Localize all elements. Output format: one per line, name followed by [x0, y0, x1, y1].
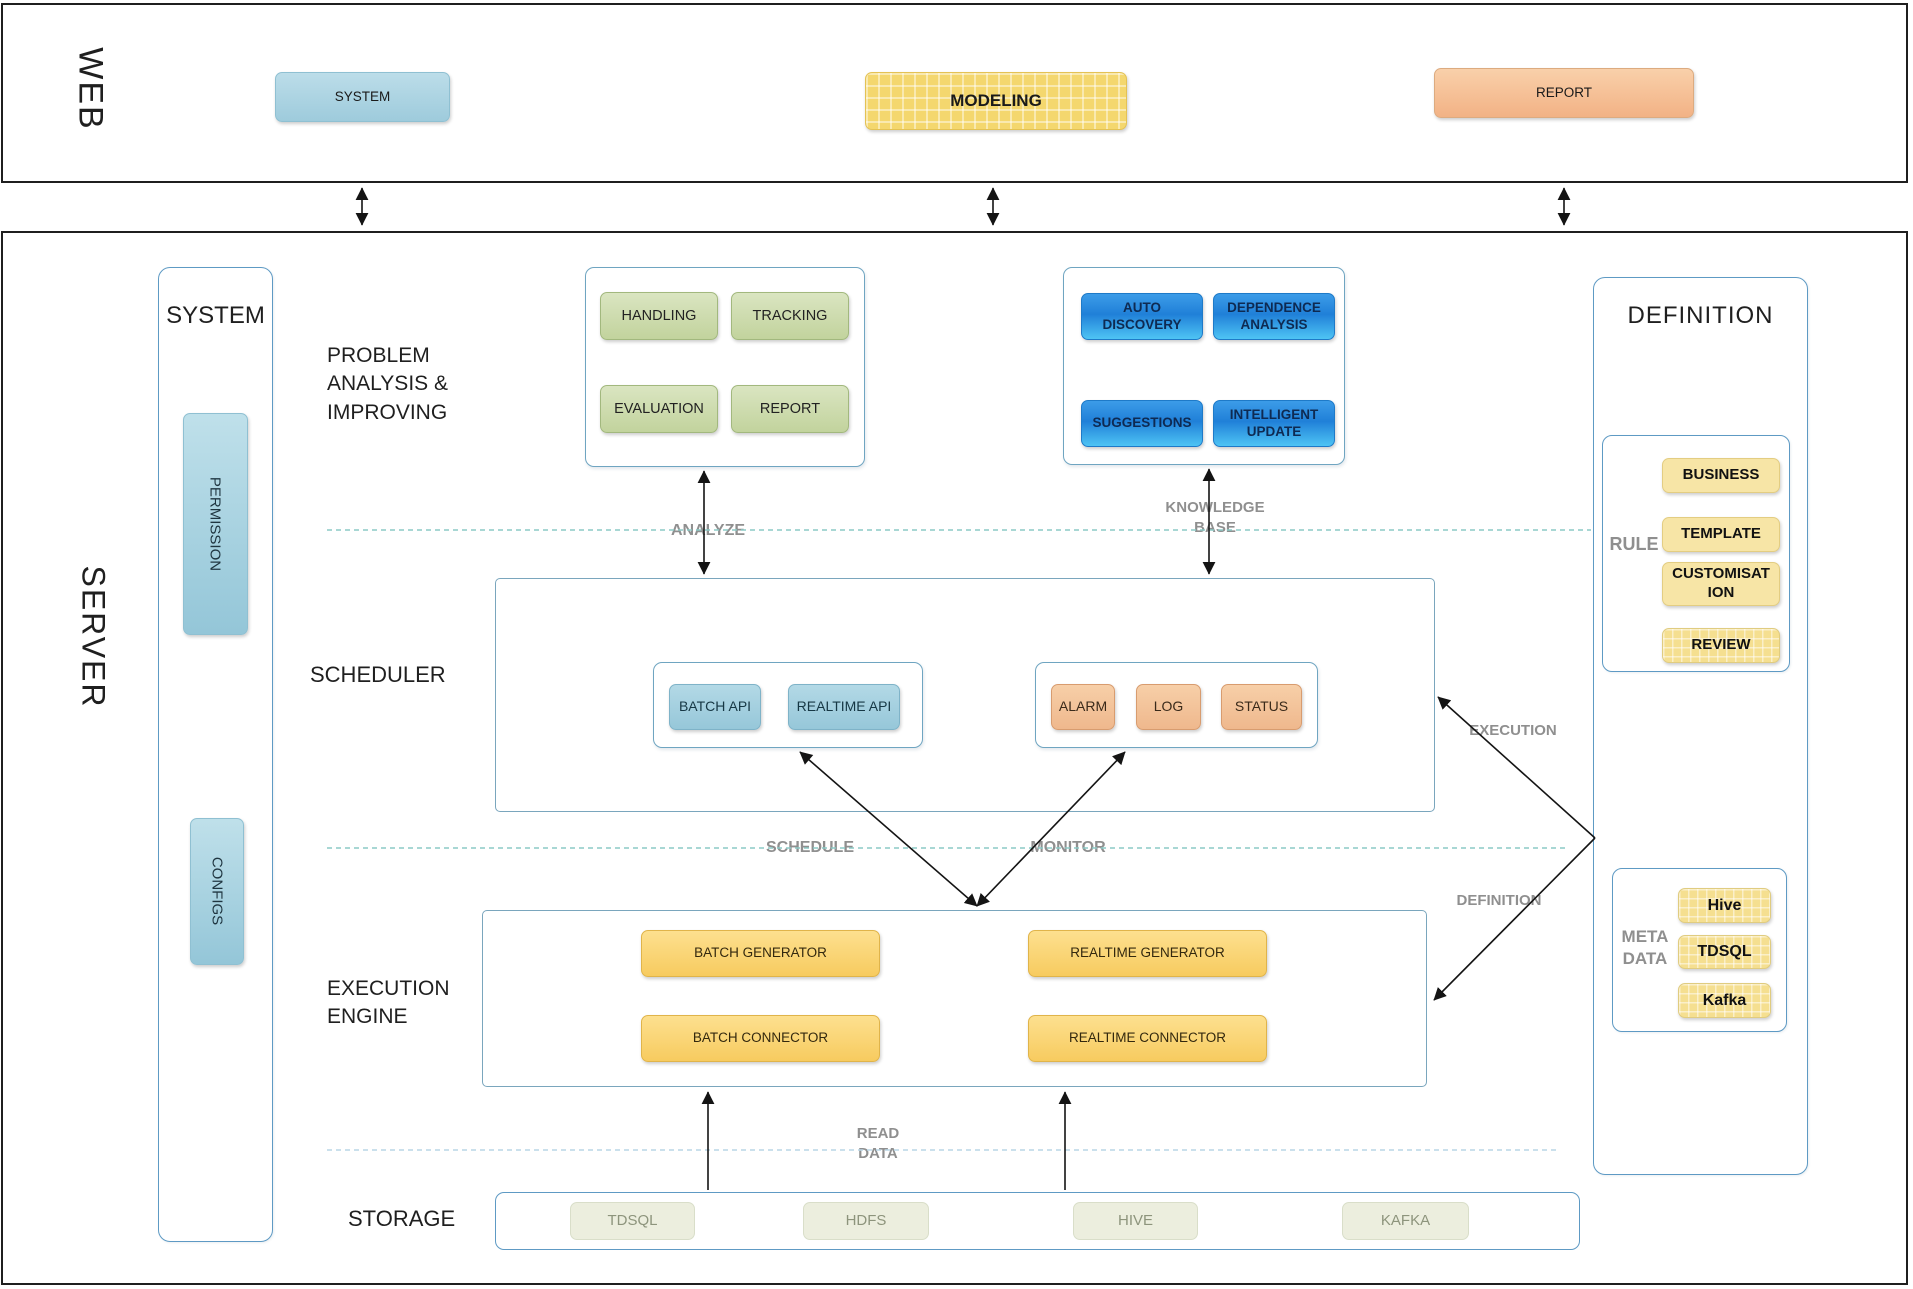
permission-box	[183, 413, 248, 635]
system-panel-title: SYSTEM	[166, 302, 265, 329]
web-band-label: WEB	[71, 47, 110, 131]
rule-template-box: TEMPLATE	[1662, 517, 1780, 552]
realtime-api-box: REALTIME API	[788, 684, 900, 730]
monitor-label: MONITOR	[1030, 839, 1106, 856]
server-band-label: SERVER	[75, 565, 112, 709]
configs-box-label: CONFIGS	[208, 856, 226, 926]
tracking-box: TRACKING	[731, 292, 849, 340]
knowledge-base-label: KNOWLEDGE BASE	[1165, 499, 1265, 536]
rule-customisation-box: CUSTOMISATION	[1662, 562, 1780, 606]
auto-discovery-box: AUTO DISCOVERY	[1081, 293, 1203, 340]
meta-hive-box: Hive	[1678, 888, 1771, 923]
storage-kafka-box: KAFKA	[1342, 1202, 1469, 1240]
execution-container	[482, 910, 1427, 1087]
log-box: LOG	[1136, 684, 1201, 730]
permission-box-label: PERMISSION	[206, 476, 224, 572]
suggestions-box: SUGGESTIONS	[1081, 400, 1203, 447]
dependence-analysis-box: DEPENDENCE ANALYSIS	[1213, 293, 1335, 340]
batch-connector-box: BATCH CONNECTOR	[641, 1015, 880, 1062]
rule-review-box: REVIEW	[1662, 628, 1780, 663]
alarm-box: ALARM	[1051, 684, 1115, 730]
intelligent-update-box: INTELLIGENT UPDATE	[1213, 400, 1335, 447]
problem-section-label: PROBLEM ANALYSIS & IMPROVING	[327, 344, 448, 424]
definition-flow-label: DEFINITION	[1456, 892, 1542, 909]
web-system-box: SYSTEM	[275, 72, 450, 122]
analyze-label: ANALYZE	[670, 522, 746, 539]
schedule-label: SCHEDULE	[765, 839, 854, 856]
execution-flow-label: EXECUTION	[1469, 722, 1557, 739]
batch-generator-box: BATCH GENERATOR	[641, 930, 880, 977]
evaluation-box: EVALUATION	[600, 385, 718, 433]
definition-panel-title: DEFINITION	[1627, 302, 1774, 329]
configs-box	[190, 818, 244, 965]
batch-api-box: BATCH API	[669, 684, 761, 730]
realtime-generator-box: REALTIME GENERATOR	[1028, 930, 1267, 977]
rule-label: RULE	[1609, 534, 1659, 554]
storage-tdsql-box: TDSQL	[570, 1202, 695, 1240]
metadata-label: META DATA	[1621, 927, 1669, 969]
storage-hive-box: HIVE	[1073, 1202, 1198, 1240]
meta-kafka-box: Kafka	[1678, 983, 1771, 1018]
report-box: REPORT	[1434, 68, 1694, 118]
storage-hdfs-box: HDFS	[803, 1202, 929, 1240]
execution-section-label: EXECUTION ENGINE	[327, 977, 450, 1029]
storage-section-label: STORAGE	[348, 1206, 456, 1231]
rule-business-box: BUSINESS	[1662, 458, 1780, 493]
definition-panel	[1593, 277, 1808, 1175]
report-green-box: REPORT	[731, 385, 849, 433]
scheduler-section-label: SCHEDULER	[310, 662, 446, 687]
handling-box: HANDLING	[600, 292, 718, 340]
meta-tdsql-box: TDSQL	[1678, 935, 1771, 969]
status-box: STATUS	[1221, 684, 1302, 730]
realtime-connector-box: REALTIME CONNECTOR	[1028, 1015, 1267, 1062]
read-data-label: READ DATA	[856, 1125, 900, 1162]
modeling-box: MODELING	[865, 72, 1127, 130]
